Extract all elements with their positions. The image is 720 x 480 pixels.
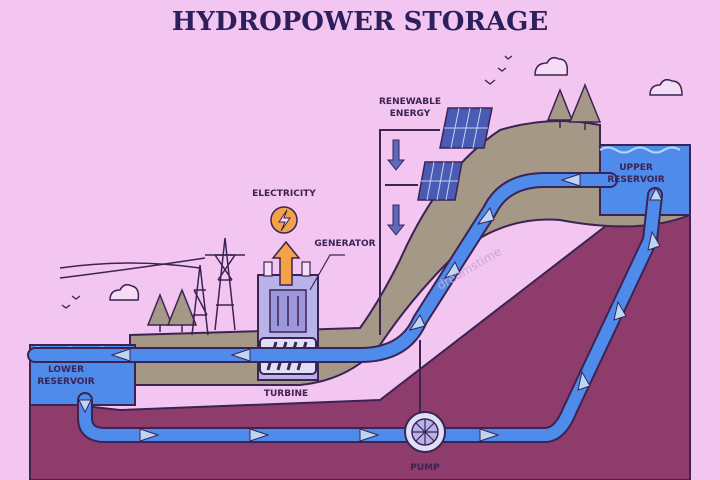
solar-panel-icon	[417, 107, 493, 201]
lightning-icon	[270, 206, 298, 234]
renewable-label: RENEWABLE	[379, 97, 441, 107]
pipe-lower	[79, 189, 661, 441]
cloud-icon	[534, 56, 569, 76]
diagram-title: HYDROPOWER STORAGE	[172, 7, 548, 37]
bird-icon	[61, 295, 81, 309]
cloud-icon	[109, 283, 140, 301]
upper-reservoir-label: UPPER	[619, 163, 653, 173]
generator-label: GENERATOR	[314, 239, 375, 249]
down-arrow-icon	[386, 139, 406, 171]
wave-lines	[599, 146, 681, 154]
flow-arrow-icon	[78, 173, 663, 442]
electricity-arrow	[271, 240, 301, 286]
bird-icon	[484, 55, 513, 85]
power-cable	[379, 129, 440, 335]
pump	[404, 411, 446, 453]
down-arrow-icon	[386, 204, 406, 236]
cloud-icon	[649, 78, 683, 96]
lower-reservoir-label: LOWER	[48, 365, 84, 375]
renewable-label: ENERGY	[390, 109, 431, 119]
tree-icon	[146, 83, 602, 332]
pump-label: PUMP	[410, 463, 440, 473]
pylon-icon	[59, 237, 245, 336]
upper-reservoir	[599, 144, 691, 216]
lower-reservoir-label: RESERVOIR	[37, 377, 94, 387]
upper-reservoir-label: RESERVOIR	[607, 175, 664, 185]
generator-pointer	[309, 254, 345, 291]
electricity-label: ELECTRICITY	[252, 189, 316, 199]
turbine-label: TURBINE	[264, 389, 308, 399]
